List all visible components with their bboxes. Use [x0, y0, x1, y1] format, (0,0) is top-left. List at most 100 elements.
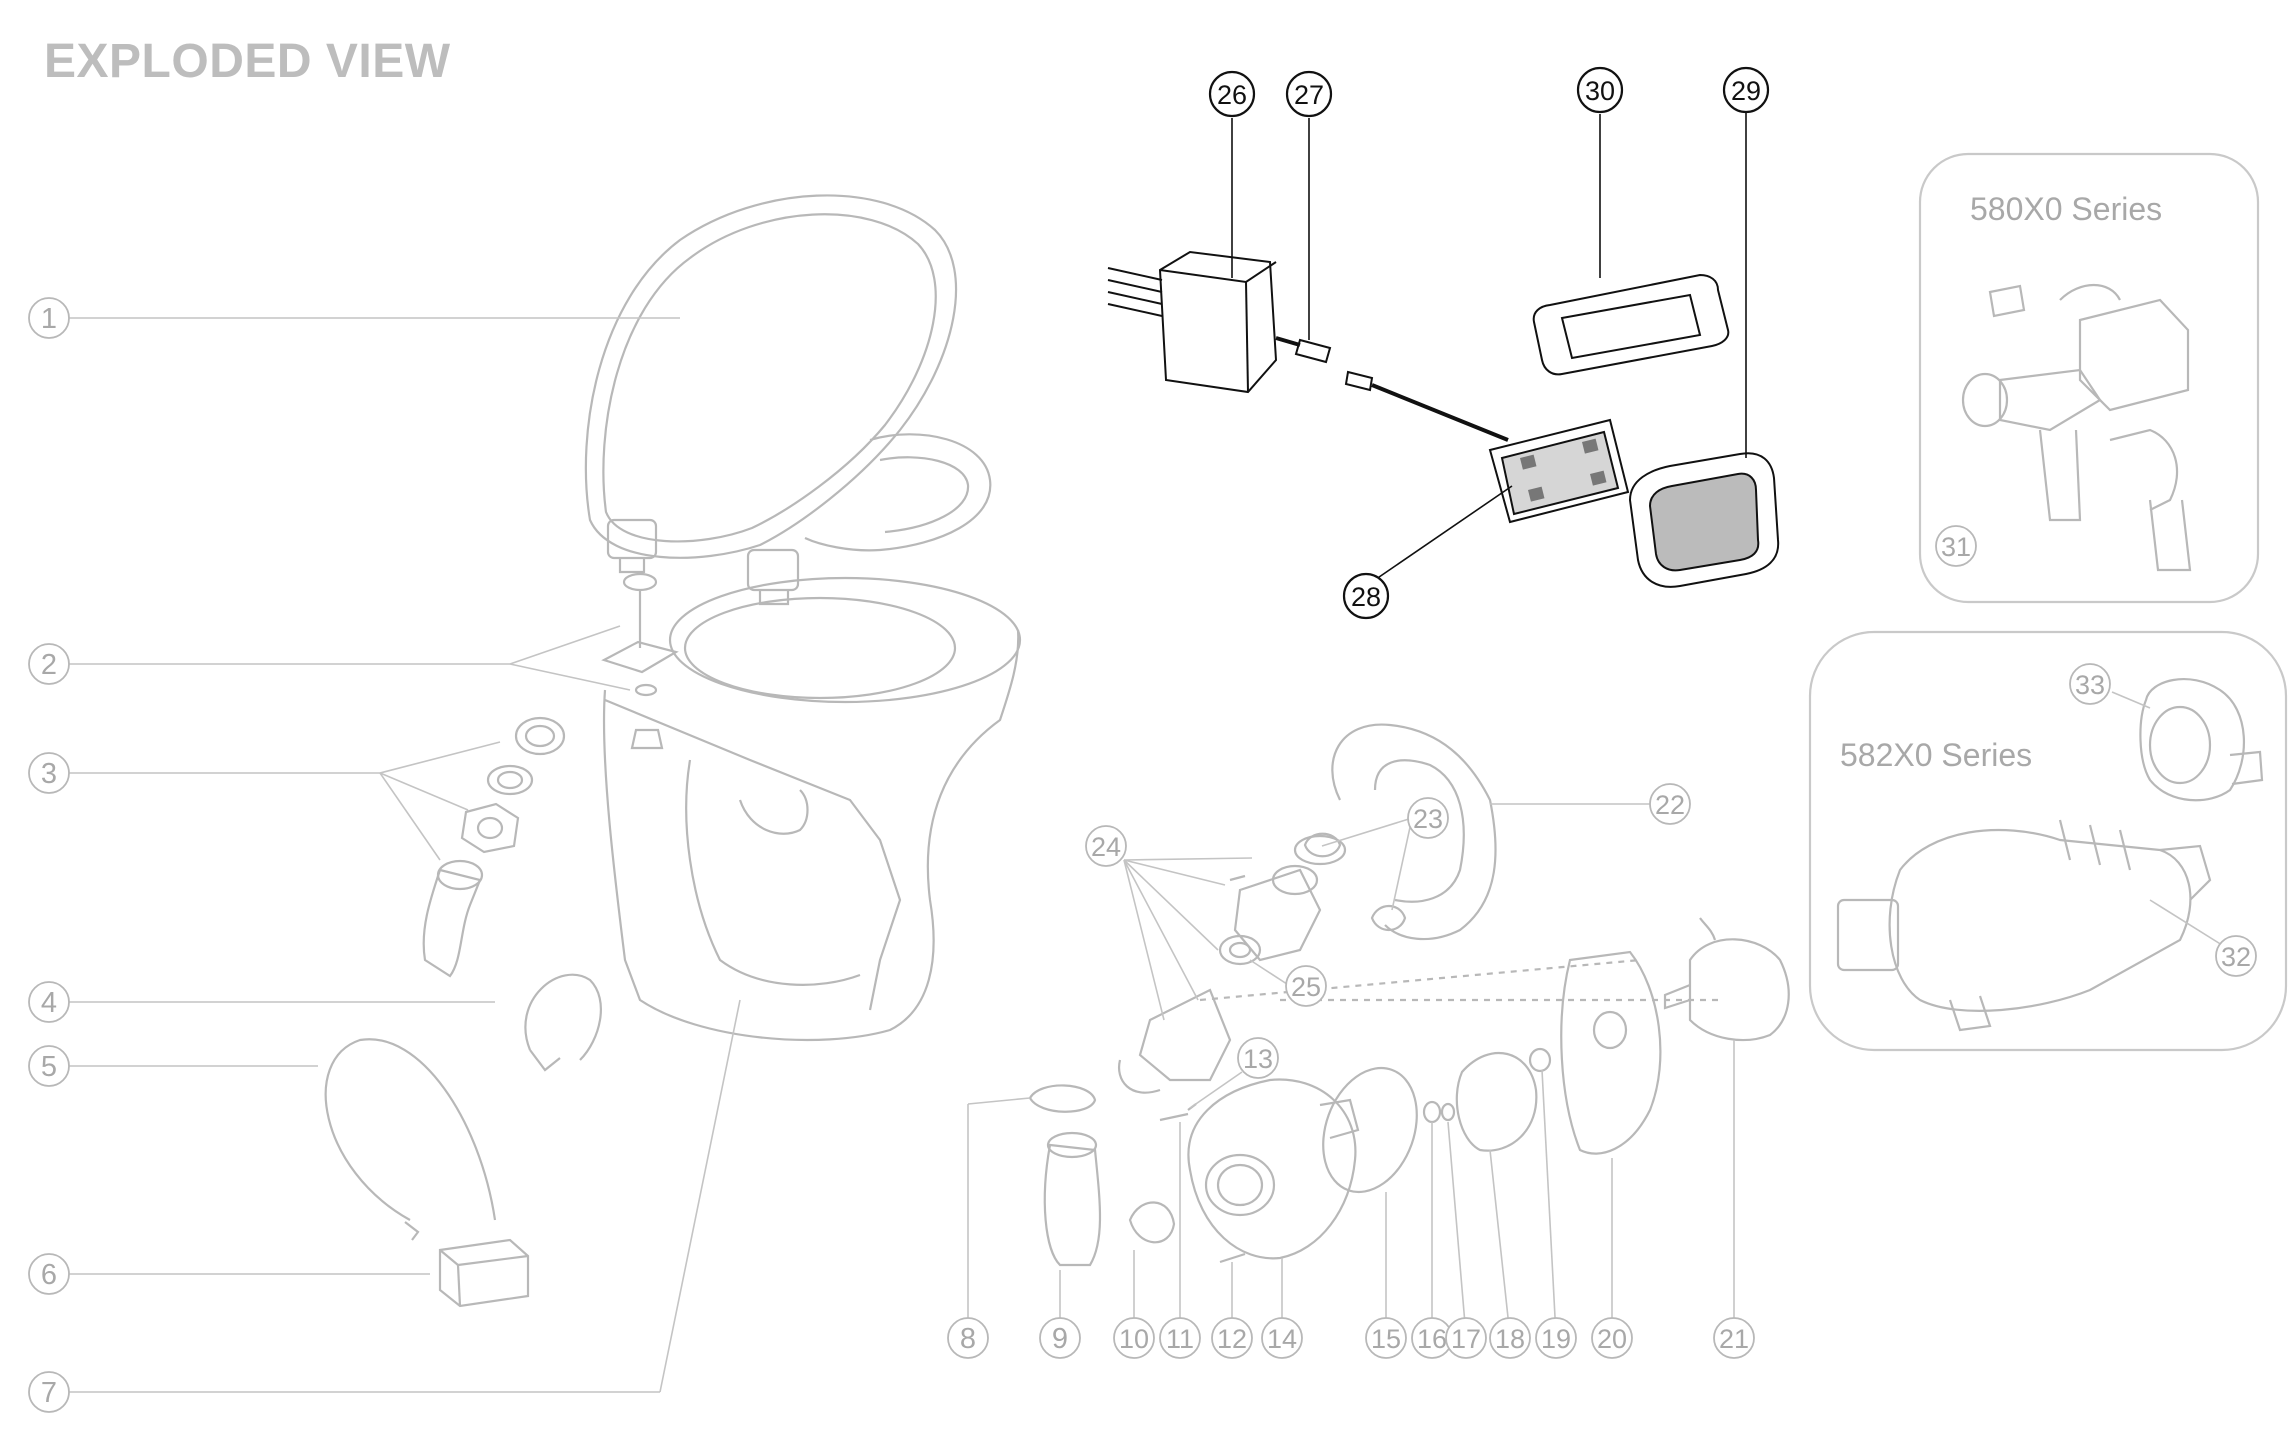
callout-number: 30 — [1585, 76, 1615, 106]
callout-circle — [1113, 1317, 1155, 1359]
series-580-label: 580X0 Series — [1970, 191, 2162, 227]
toilet-lid-inner — [602, 213, 937, 543]
callout-number: 33 — [2075, 670, 2105, 700]
callout-circle — [28, 1253, 70, 1295]
callout-20: 20 — [1591, 1317, 1633, 1359]
callout-circle — [1159, 1317, 1201, 1359]
fitting-elbow-upper — [1233, 868, 1322, 962]
nut-19 — [1528, 1047, 1552, 1073]
callout-number: 5 — [41, 1051, 57, 1083]
toilet-seat-ring-inner — [879, 456, 970, 534]
callout-number: 14 — [1267, 1324, 1297, 1354]
callout-11: 11 — [1159, 1317, 1201, 1359]
callout-circle — [1039, 1317, 1081, 1359]
leader-lines — [67, 317, 2231, 1393]
callout-number: 25 — [1291, 972, 1321, 1002]
callout-circle — [28, 297, 70, 339]
wire-1 — [1107, 267, 1163, 281]
callout-14: 14 — [1261, 1317, 1303, 1359]
callout-27: 27 — [1285, 70, 1333, 118]
toilet-bowl-body — [602, 629, 1020, 1042]
hose-clamp-8 — [1028, 1084, 1097, 1113]
callout-circle — [28, 1045, 70, 1087]
callout-circle — [1285, 965, 1327, 1007]
cable-connector — [1275, 336, 1301, 347]
wire-3 — [1107, 291, 1163, 305]
callout-number: 32 — [2221, 942, 2251, 972]
solenoid-valve-body — [2078, 298, 2190, 412]
callout-number: 2 — [41, 649, 57, 681]
o-ring — [1322, 1066, 1418, 1194]
discharge-hose — [1331, 723, 1497, 941]
callout-number: 20 — [1597, 1324, 1627, 1354]
toilet-cutaway — [604, 698, 902, 1011]
series-580-panel — [1918, 152, 2260, 604]
callout-number: 24 — [1091, 832, 1121, 862]
callout-30: 30 — [1576, 66, 1624, 114]
callout-number: 21 — [1719, 1324, 1749, 1354]
callout-number: 28 — [1351, 582, 1381, 612]
hose-clamp-small — [524, 973, 602, 1061]
washer-16 — [1422, 1100, 1442, 1124]
callout-2: 2 — [28, 643, 70, 685]
callout-9: 9 — [1039, 1317, 1081, 1359]
pump-housing — [1187, 1078, 1357, 1260]
callout-10: 10 — [1113, 1317, 1155, 1359]
callout-33: 33 — [2069, 663, 2111, 705]
toilet-lid — [584, 194, 958, 559]
hose-clamp-23a — [1303, 832, 1342, 858]
foam-block — [438, 1238, 530, 1308]
callout-32: 32 — [2215, 935, 2257, 977]
screw-11 — [1159, 1112, 1189, 1122]
callout-8: 8 — [947, 1317, 989, 1359]
inlet-flange — [514, 716, 566, 756]
callout-number: 9 — [1052, 1323, 1068, 1355]
callout-circle — [1208, 70, 1256, 118]
callout-24: 24 — [1085, 825, 1127, 867]
callout-circle — [2069, 663, 2111, 705]
page-title: EXPLODED VIEW — [44, 35, 451, 88]
hose-clamp-10 — [1128, 1201, 1176, 1244]
toilet-bowl-opening — [683, 596, 957, 700]
callout-29: 29 — [1722, 66, 1770, 114]
callout-number: 23 — [1413, 804, 1443, 834]
callout-circle — [1722, 66, 1770, 114]
hinge-right — [746, 548, 800, 592]
callout-circle — [1489, 1317, 1531, 1359]
callout-circle — [1261, 1317, 1303, 1359]
check-valve-33 — [2139, 678, 2245, 802]
callout-circle — [1365, 1317, 1407, 1359]
callout-number: 11 — [1166, 1324, 1194, 1354]
hose-clamp-large — [324, 1038, 497, 1221]
toilet-bowl-rim — [668, 576, 1022, 704]
callout-6: 6 — [28, 1253, 70, 1295]
fitting-elbow-lower — [1138, 988, 1232, 1082]
callout-17: 17 — [1445, 1317, 1487, 1359]
cable-sleeve — [1294, 338, 1332, 364]
callout-number: 15 — [1371, 1324, 1401, 1354]
pump-32-body — [1888, 828, 2192, 1012]
valve-nut — [630, 728, 664, 750]
callout-number: 27 — [1294, 80, 1324, 110]
pump-motor — [1688, 938, 1790, 1042]
callout-15: 15 — [1365, 1317, 1407, 1359]
cable-plug — [1344, 370, 1374, 392]
callout-1: 1 — [28, 297, 70, 339]
callout-circle — [1591, 1317, 1633, 1359]
callout-21: 21 — [1713, 1317, 1755, 1359]
wire-4 — [1107, 303, 1163, 317]
callout-circle — [28, 981, 70, 1023]
pump-assembly — [1028, 723, 1790, 1267]
callout-19: 19 — [1535, 1317, 1577, 1359]
callout-circle — [947, 1317, 989, 1359]
intake-hose — [1043, 1143, 1102, 1267]
callout-3: 3 — [28, 752, 70, 794]
cable — [1371, 383, 1509, 442]
callout-18: 18 — [1489, 1317, 1531, 1359]
cap-disc — [622, 572, 658, 592]
callout-number: 4 — [41, 987, 57, 1019]
callout-circle — [1535, 1317, 1577, 1359]
callout-number: 22 — [1655, 790, 1685, 820]
callout-circle — [1211, 1317, 1253, 1359]
